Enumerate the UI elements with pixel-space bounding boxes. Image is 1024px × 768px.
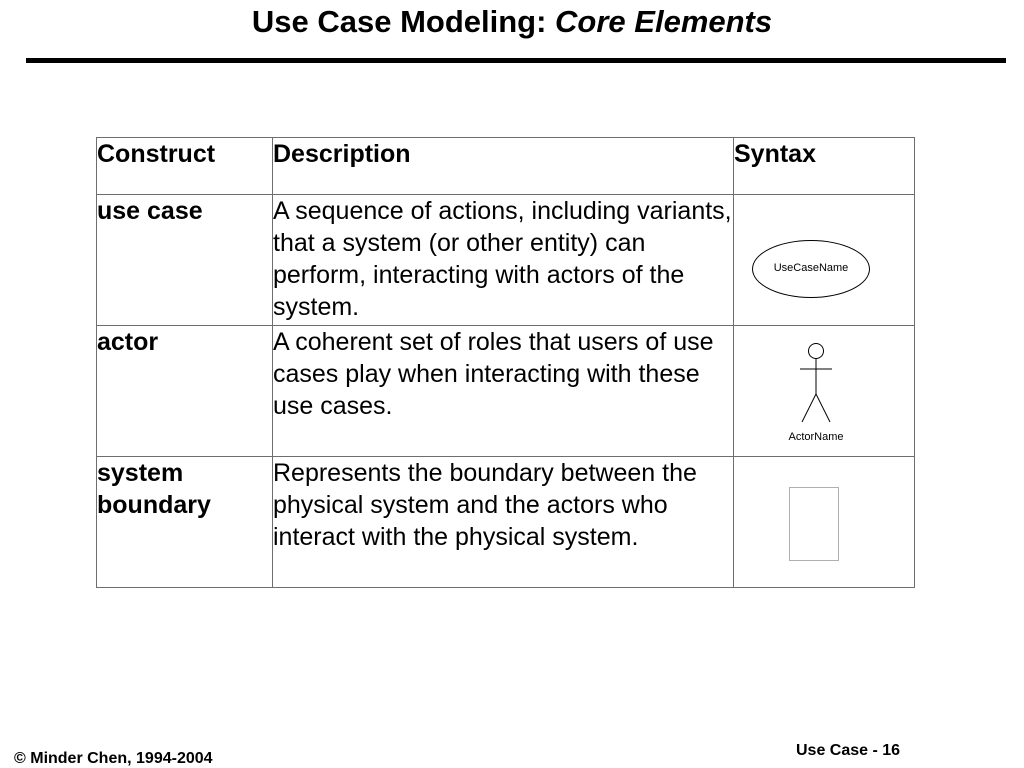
description-cell: A sequence of actions, including variant… — [272, 194, 734, 326]
table-row: actor A coherent set of roles that users… — [96, 325, 915, 457]
header-syntax: Syntax — [733, 137, 915, 195]
use-case-ellipse-icon — [752, 240, 870, 298]
construct-cell: actor — [96, 325, 273, 457]
syntax-cell — [733, 456, 915, 588]
page-number-footer: Use Case - 16 — [796, 742, 901, 759]
slide-title: Use Case Modeling: Core Elements — [0, 2, 1024, 42]
table-row: use case A sequence of actions, includin… — [96, 194, 915, 326]
actor-name-label: ActorName — [788, 431, 844, 443]
title-italic-text: Core Elements — [555, 4, 773, 39]
core-elements-table: Construct Description Syntax use case A … — [96, 137, 915, 588]
table-header-row: Construct Description Syntax — [96, 137, 915, 195]
description-cell: A coherent set of roles that users of us… — [272, 325, 734, 457]
title-divider — [26, 58, 1006, 63]
copyright-footer: © Minder Chen, 1994-2004 — [14, 750, 213, 767]
construct-cell: system boundary — [96, 456, 273, 588]
title-main-text: Use Case Modeling: — [251, 4, 556, 39]
construct-cell: use case — [96, 194, 273, 326]
syntax-cell: UseCaseName — [733, 194, 915, 326]
use-case-name-label: UseCaseName — [773, 262, 849, 274]
syntax-cell: ActorName — [733, 325, 915, 457]
stick-figure-actor-icon — [800, 343, 832, 423]
table-row: system boundary Represents the boundary … — [96, 456, 915, 588]
description-cell: Represents the boundary between the phys… — [272, 456, 734, 588]
system-boundary-rectangle-icon — [789, 487, 839, 561]
header-construct: Construct — [96, 137, 273, 195]
header-description: Description — [272, 137, 734, 195]
